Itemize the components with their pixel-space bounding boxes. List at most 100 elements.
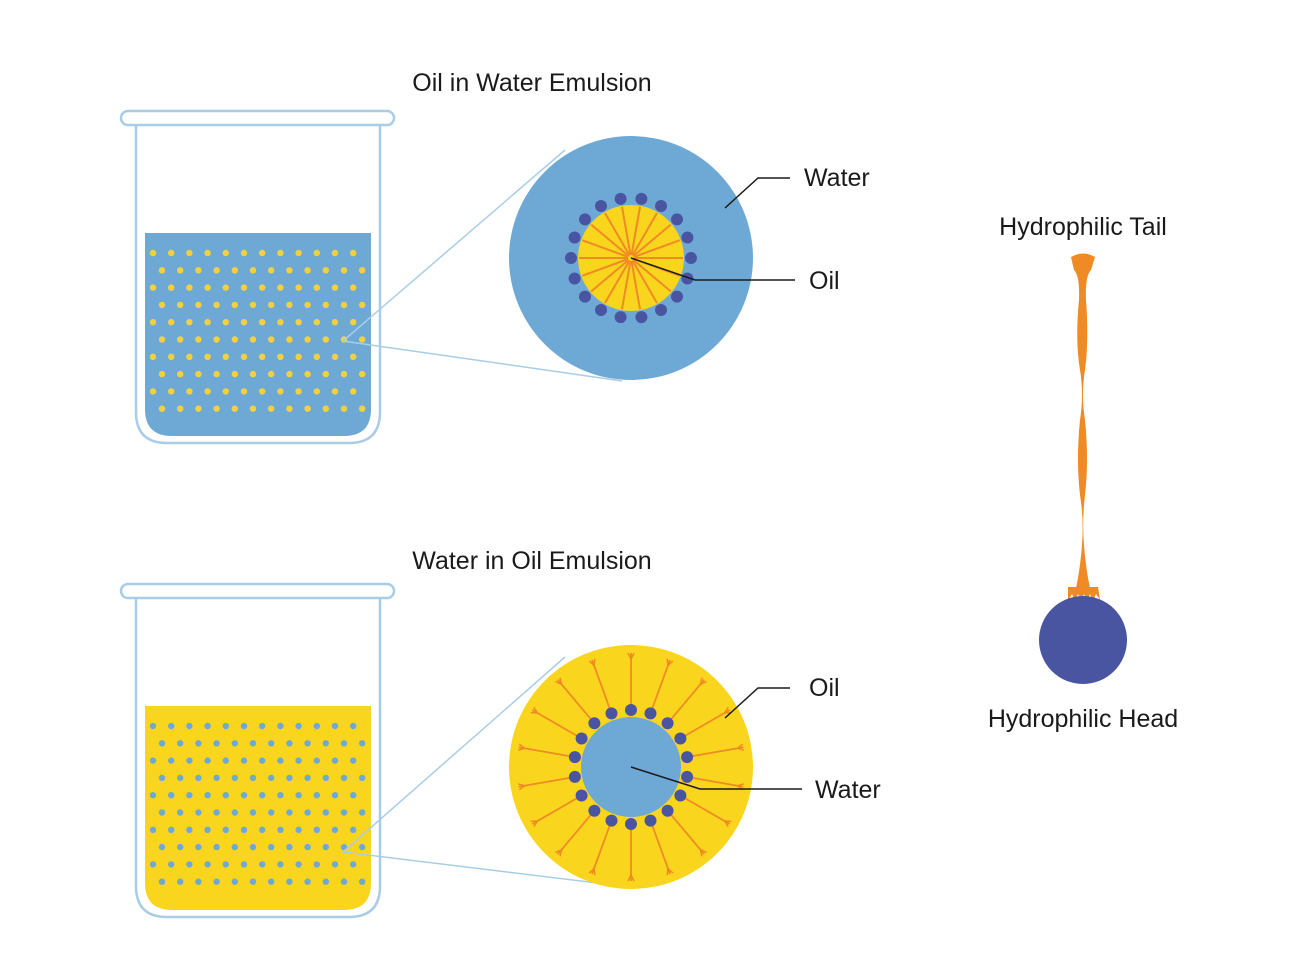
surfactant-head [588, 804, 601, 817]
droplet [322, 267, 329, 274]
droplet [249, 267, 257, 274]
droplet [231, 370, 238, 378]
droplet [168, 722, 175, 730]
droplet [186, 353, 193, 360]
droplet [268, 809, 275, 816]
droplet [149, 319, 157, 326]
droplet [313, 757, 320, 764]
droplet [149, 722, 157, 730]
droplet [240, 826, 248, 833]
droplet [359, 878, 366, 885]
droplet [286, 878, 293, 885]
droplet [204, 284, 211, 291]
water-in-oil-title: Water in Oil Emulsion [412, 547, 651, 575]
droplet [304, 878, 311, 885]
droplet [331, 792, 339, 799]
surfactant-tail [557, 679, 595, 724]
droplet [158, 336, 166, 343]
surfactant-head [661, 717, 674, 730]
droplet [322, 809, 329, 816]
droplet [322, 878, 329, 885]
droplet [295, 861, 302, 868]
top-surfactant-heads [565, 192, 697, 324]
surfactant-tail [581, 258, 629, 277]
droplet [195, 878, 202, 885]
droplet [177, 370, 184, 378]
surfactant-tail [557, 810, 595, 855]
droplet [204, 388, 211, 395]
droplet [231, 405, 238, 412]
droplet [359, 301, 366, 309]
droplet [231, 774, 238, 782]
top-zoom-lines [342, 149, 623, 382]
droplet [286, 843, 293, 851]
droplet [268, 370, 275, 378]
droplet [222, 792, 229, 799]
surfactant-head [635, 311, 648, 324]
droplet [213, 774, 220, 782]
droplet [304, 405, 311, 412]
surfactant-head [565, 252, 577, 264]
droplet [259, 284, 266, 291]
droplet [259, 388, 266, 395]
droplet [186, 792, 193, 799]
surfactant-head [605, 707, 618, 720]
surfactant-tail [649, 821, 671, 875]
droplet [240, 861, 248, 868]
oil-in-water-panel: Oil in Water Emulsion Water Oil [119, 69, 870, 445]
droplet [168, 284, 175, 291]
surfactant-tail [531, 795, 582, 825]
droplet [322, 740, 329, 747]
droplet [149, 861, 157, 868]
droplet [331, 826, 339, 833]
droplet [222, 722, 229, 730]
droplet [268, 878, 275, 885]
surfactant-tail [667, 810, 705, 855]
droplet [350, 826, 357, 833]
surfactant-head [635, 192, 648, 205]
droplet [295, 319, 302, 326]
droplet [249, 809, 257, 816]
surfactant-head [681, 770, 694, 783]
droplet [240, 722, 248, 730]
droplet [249, 405, 257, 412]
droplet [204, 249, 211, 257]
droplet [295, 722, 302, 730]
droplet [249, 336, 257, 343]
droplet [222, 353, 229, 360]
bottom-surfactant-heads [568, 704, 694, 830]
droplet [158, 774, 166, 782]
droplet [231, 878, 238, 885]
surfactant-tail-end [555, 848, 563, 857]
droplet [259, 319, 266, 326]
top-beaker-droplets [149, 249, 366, 412]
droplet [304, 740, 311, 747]
surfactant-head [644, 814, 657, 827]
surfactant-head [681, 272, 694, 285]
droplet [213, 336, 220, 343]
surfactant-tail [687, 746, 744, 758]
droplet [240, 249, 248, 257]
surfactant-tail [687, 776, 744, 788]
droplet [350, 792, 357, 799]
droplet [277, 722, 284, 730]
droplet [204, 353, 211, 360]
droplet [268, 267, 275, 274]
droplet [277, 792, 284, 799]
droplet [168, 319, 175, 326]
droplet [350, 757, 357, 764]
droplet [149, 284, 157, 291]
droplet [168, 757, 175, 764]
droplet [295, 792, 302, 799]
surfactant-tail [581, 239, 629, 258]
droplet [259, 826, 266, 833]
droplet [195, 809, 202, 816]
droplet [295, 757, 302, 764]
surfactant-tail-end [530, 820, 539, 828]
droplet [149, 757, 157, 764]
droplet [322, 370, 329, 378]
surfactant-tail [632, 259, 672, 293]
droplet [268, 301, 275, 309]
droplet [331, 388, 339, 395]
droplet [350, 284, 357, 291]
